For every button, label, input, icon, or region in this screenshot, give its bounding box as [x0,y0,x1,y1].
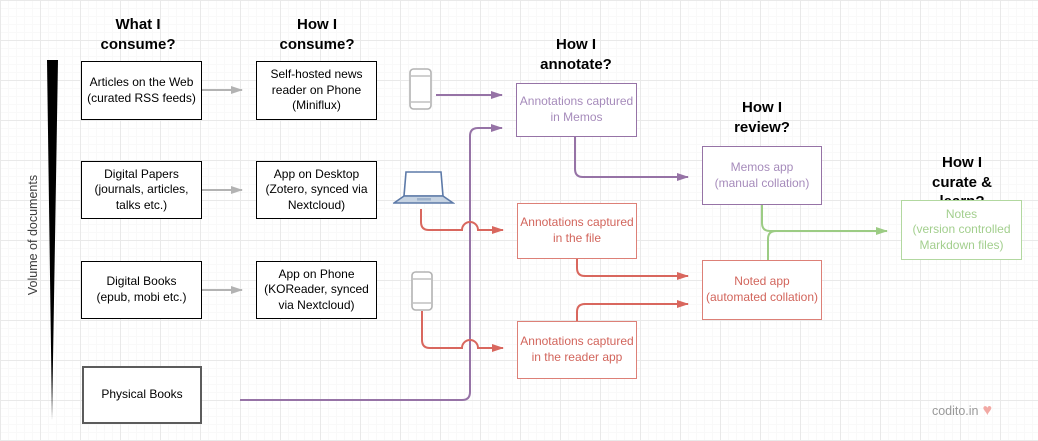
phone-icon [411,271,433,311]
site-credit: codito.in ♥ [932,403,992,419]
volume-wedge [47,60,58,420]
phone-icon [409,68,432,110]
edge-physicalbooks-memoscapture [240,124,503,401]
header-what-i-consume: What I consume? [100,16,176,53]
volume-axis-label: Volume of documents [26,174,40,296]
node-digital-books: Digital Books (epub, mobi etc.) [81,261,202,319]
node-koreader: App on Phone (KOReader, synced via Nextc… [256,261,377,319]
node-zotero: App on Desktop (Zotero, synced via Nextc… [256,161,377,219]
header-how-i-consume: How I consume? [279,16,355,53]
node-digital-papers: Digital Papers (journals, articles, talk… [81,161,202,219]
header-how-i-review: How I review? [734,99,790,136]
node-annotations-reader: Annotations captured in the reader app [517,321,637,379]
edge-memoscapture-memosapp [574,137,689,181]
site-credit-text: codito.in [931,404,979,418]
node-articles-web: Articles on the Web (curated RSS feeds) [81,61,202,120]
node-noted-app: Noted app (automated collation) [702,260,822,320]
laptop-icon [393,171,455,204]
node-annotations-file: Annotations captured in the file [517,203,637,259]
node-memos-app: Memos app (manual collation) [702,146,822,205]
edge-notedapp-notes [767,230,880,260]
node-miniflux: Self-hosted news reader on Phone (Minifl… [256,61,377,120]
node-notes: Notes (version controlled Markdown files… [901,200,1022,260]
edge-filecapture-notedapp [576,259,689,280]
edge-memosapp-notes [761,205,888,235]
node-annotations-memos: Annotations captured in Memos [516,83,637,137]
heart-icon: ♥ [982,402,993,419]
header-how-i-annotate: How I annotate? [540,36,612,73]
node-physical-books: Physical Books [82,366,202,424]
edge-laptop-filecapture [420,209,504,234]
edge-phone-readercapture [421,311,504,352]
edge-readercapture-notedapp [576,300,689,321]
